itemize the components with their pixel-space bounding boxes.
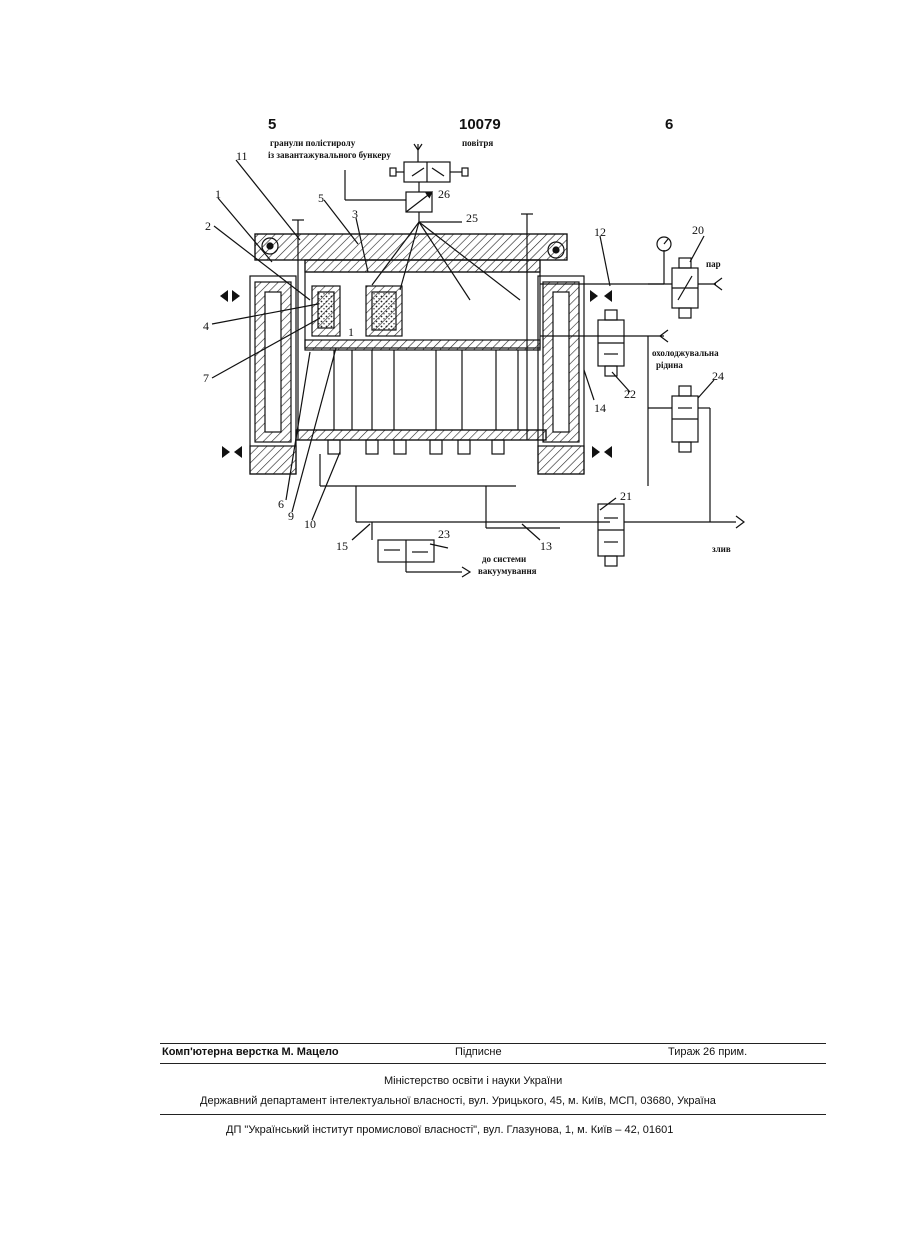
ref-9: 9: [288, 509, 294, 523]
ref-26: 26: [438, 187, 450, 201]
top-plate: [255, 234, 567, 260]
drain-label: злив: [712, 544, 731, 554]
footer-rule-top: [160, 1043, 826, 1044]
steam-label: пар: [706, 259, 721, 269]
apparatus-diagram: гранули полістиролу із завантажувального…: [0, 0, 900, 620]
vacuum-label-1: до системи: [482, 554, 526, 564]
ministry-line: Міністерство освіти і науки України: [384, 1075, 562, 1087]
coolant-label-1: охолоджувальна: [652, 348, 719, 358]
ref-10: 10: [304, 517, 316, 531]
pellets-label-2: із завантажувального бункеру: [268, 150, 391, 160]
footer-rule-mid: [160, 1063, 826, 1064]
department-line: Державний департамент інтелектуальної вл…: [200, 1095, 716, 1107]
signed-label: Підписне: [455, 1046, 502, 1058]
layout-credit: Комп'ютерна верстка М. Мацело: [162, 1046, 339, 1058]
coolant-label-2: рідина: [656, 360, 683, 370]
ref-4: 4: [203, 319, 209, 333]
ref-22: 22: [624, 387, 636, 401]
vacuum-label-2: вакуумування: [478, 566, 537, 576]
ref-5: 5: [318, 191, 324, 205]
institute-line: ДП "Український інститут промислової вла…: [226, 1124, 673, 1136]
footer-rule-bottom: [160, 1114, 826, 1115]
ref-1: 1: [215, 187, 221, 201]
ref-21: 21: [620, 489, 632, 503]
ref-3: 3: [352, 207, 358, 221]
ref-25: 25: [466, 211, 478, 225]
ref-13: 13: [540, 539, 552, 553]
ref-24: 24: [712, 369, 724, 383]
air-label: повітря: [462, 138, 493, 148]
print-run: Тираж 26 прим.: [668, 1046, 747, 1058]
ref-11: 11: [236, 149, 248, 163]
ref-20: 20: [692, 223, 704, 237]
pellets-label-1: гранули полістиролу: [270, 138, 356, 148]
ref-2: 2: [205, 219, 211, 233]
ref-12: 12: [594, 225, 606, 239]
ref-14: 14: [594, 401, 606, 415]
ref-23: 23: [438, 527, 450, 541]
ref-15: 15: [336, 539, 348, 553]
ref-6: 6: [278, 497, 284, 511]
ref-1-lower: 1: [348, 325, 354, 339]
ref-7: 7: [203, 371, 209, 385]
